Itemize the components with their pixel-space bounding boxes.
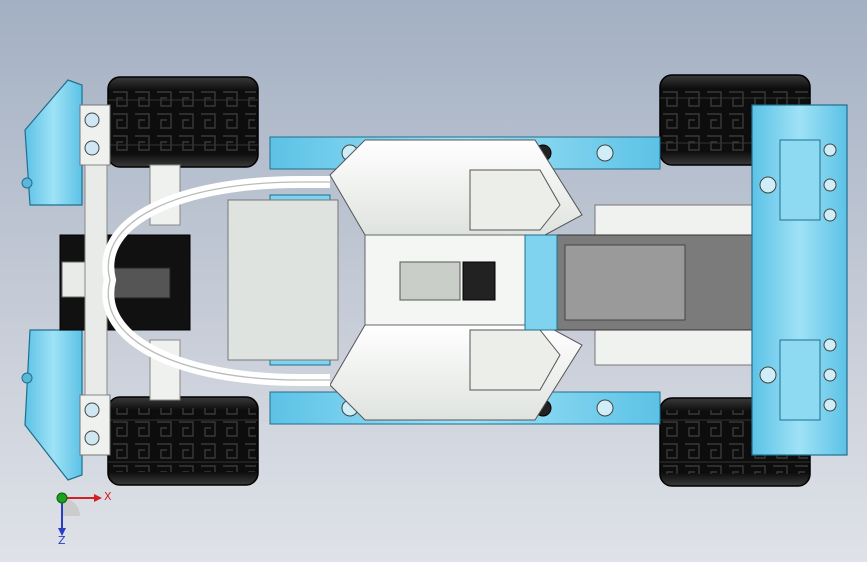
coordinate-triad: X Z: [40, 478, 120, 548]
roll-bar: [102, 176, 330, 386]
tire-rear-left: [107, 396, 259, 486]
tire-front-left: [107, 76, 259, 168]
z-axis-label: Z: [58, 534, 66, 547]
nose-left-lower: [21, 329, 111, 481]
rear-wing: [751, 104, 848, 456]
nose-left-upper: [21, 79, 111, 206]
x-axis-label: X: [104, 490, 112, 503]
body-shell: [227, 139, 583, 421]
